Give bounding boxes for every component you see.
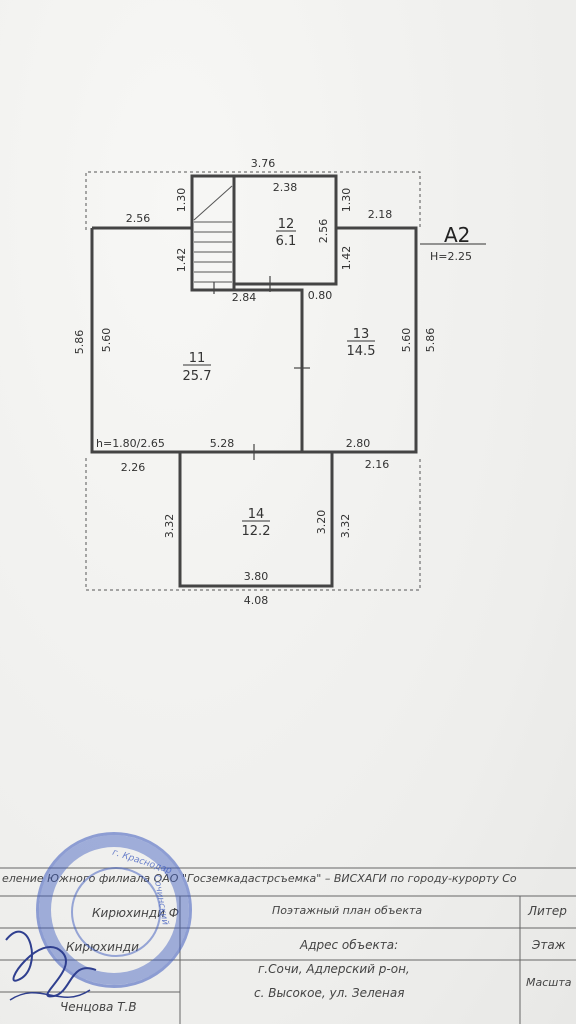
dim-left-step-height: 1.42 [175,248,188,273]
room-12: 12 6.1 [276,217,297,249]
dim-room12-bottom-left: 2.84 [232,291,257,304]
dim-stair-left-height: 1.30 [175,188,188,213]
dim-outer-right-lower: 3.32 [339,514,352,539]
dim-outer-left-lower: 3.32 [163,514,176,539]
dim-room11-bottom: 5.28 [210,437,235,450]
dim-top-outer: 3.76 [251,157,276,170]
room-11: 11 25.7 [183,351,212,384]
dim-room14-height: 3.20 [315,510,328,535]
col-masshtab: Масшта [526,976,572,989]
room-number: 12 [278,217,295,232]
room-area: 14.5 [347,344,376,359]
walls [90,174,418,588]
room-number: 11 [189,351,206,366]
dim-right-step-height: 1.42 [340,246,353,271]
dim-room12-height: 2.56 [317,219,330,244]
dim-left-upper-width: 2.56 [126,212,151,225]
address-line-1: г.Сочи, Адлерский р-он, [258,962,410,976]
dim-room14-width: 3.80 [244,570,269,583]
stairs [193,185,233,283]
dim-room11-height: 5.60 [100,328,113,353]
organization-stamp: г. Краснодар Сочинский [36,832,192,988]
col-etazh: Этаж [532,938,566,952]
room-area: 12.2 [242,524,271,539]
dim-room13-height: 5.60 [400,328,413,353]
room-14: 14 12.2 [242,507,271,539]
col-litera: Литер [528,904,567,918]
document-title: Поэтажный план объекта [272,904,423,917]
dim-right-upper-width: 2.18 [368,208,393,221]
room-number: 14 [248,507,265,522]
dim-room12-width: 2.38 [273,181,298,194]
name-3: Ченцова Т.В [60,1000,137,1014]
dim-room13-bottom: 2.80 [346,437,371,450]
dim-outer-left-height: 5.86 [73,330,86,355]
dim-room12-bottom-right: 0.80 [308,289,333,302]
outer-boundary [85,171,421,591]
door-marks [213,276,310,460]
dim-bottom-outer: 4.08 [244,594,269,607]
address-line-2: с. Высокое, ул. Зеленая [254,986,405,1000]
dim-right-lower-width: 2.16 [365,458,390,471]
vertical-dimensions: 1.30 1.30 2.56 1.42 1.42 5.86 5.60 5.60 … [73,188,437,539]
signature [5,930,97,1001]
dim-left-lower-width: 2.26 [121,461,146,474]
horizontal-dimensions: 3.76 2.38 2.56 2.18 2.84 0.80 h=1.80/2.6… [96,157,392,607]
sheet-label: А2 [444,223,470,247]
address-label: Адрес объекта: [300,938,399,952]
room-area: 6.1 [276,234,297,249]
room-13: 13 14.5 [347,327,376,359]
room-number: 13 [353,327,370,342]
dim-outer-right-height: 5.86 [424,328,437,353]
dim-room11-ceiling: h=1.80/2.65 [96,437,165,450]
room-area: 25.7 [183,369,212,384]
dim-right-top-height: 1.30 [340,188,353,213]
stamp-inner-ring [71,867,161,957]
height-label: H=2.25 [430,250,472,263]
